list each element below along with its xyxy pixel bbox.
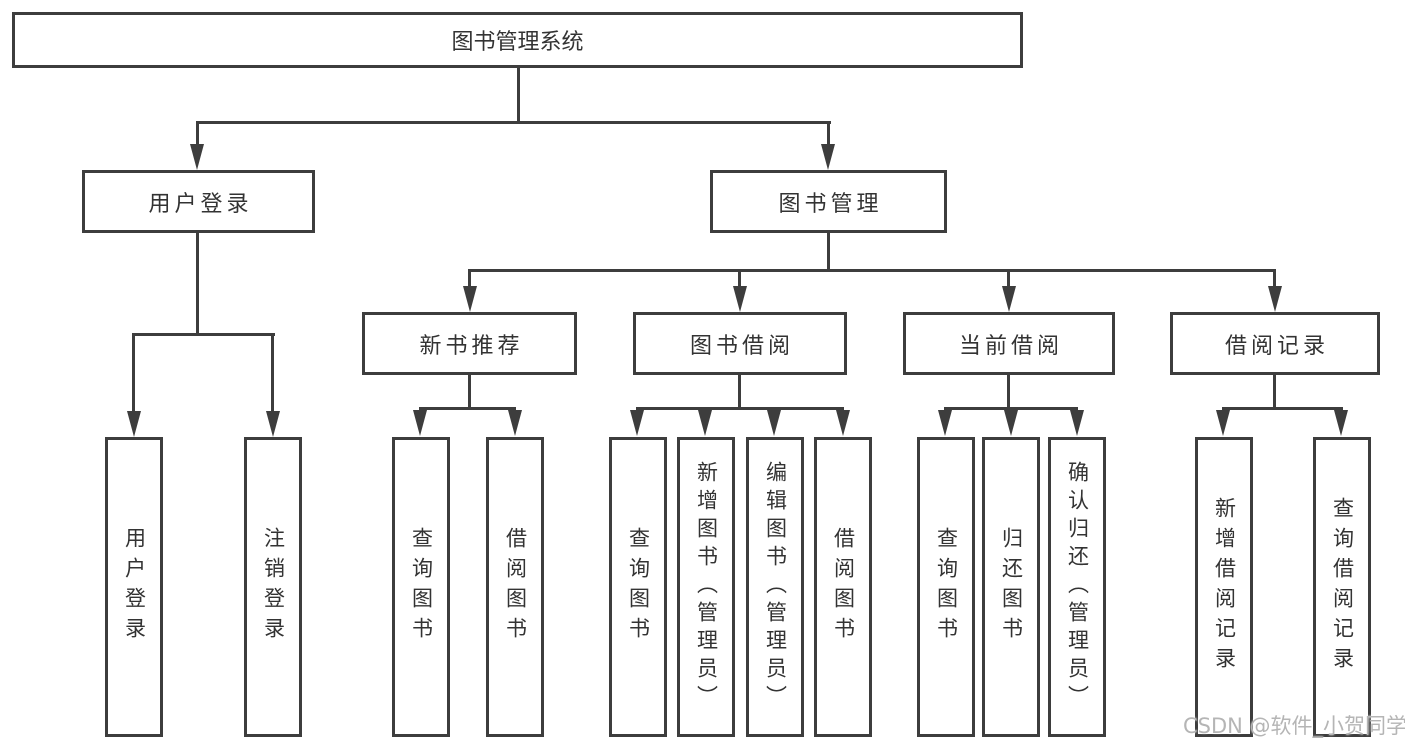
leaf-confirm-return-admin-label: 确认归还（管理员）	[1065, 461, 1090, 713]
connector-user-login-bar	[132, 333, 275, 336]
leaf-borrow-book-recommend: 借阅图书	[486, 437, 544, 737]
connector-stub-leaf-user-login	[132, 333, 135, 413]
arrowhead-borrow-record	[1268, 286, 1282, 312]
connector-borrow-record-bar	[1222, 407, 1343, 410]
leaf-logout-label: 注销登录	[261, 527, 286, 647]
leaf-query-book-recommend-label: 查询图书	[409, 527, 434, 647]
connector-stub-user-login	[196, 121, 199, 147]
arrowhead-borrow-book-recommend	[508, 410, 522, 436]
connector-root-stem	[517, 66, 520, 124]
leaf-return-book: 归还图书	[982, 437, 1040, 737]
leaf-query-book-borrow-label: 查询图书	[626, 527, 651, 647]
leaf-query-borrow-record: 查询借阅记录	[1313, 437, 1371, 737]
arrowhead-confirm-return-admin	[1070, 410, 1084, 436]
arrowhead-query-borrow-record	[1334, 410, 1348, 436]
leaf-borrow-book: 借阅图书	[814, 437, 872, 737]
arrowhead-leaf-logout	[266, 411, 280, 437]
connector-book-borrow-stem	[738, 375, 741, 410]
leaf-query-book-recommend: 查询图书	[392, 437, 450, 737]
root-label: 图书管理系统	[451, 30, 584, 55]
leaf-borrow-book-recommend-label: 借阅图书	[503, 527, 528, 647]
connector-book-management-stem	[827, 231, 830, 272]
leaf-add-borrow-record-label: 新增借阅记录	[1212, 497, 1237, 677]
leaf-add-book-admin-label: 新增图书（管理员）	[694, 461, 719, 713]
connector-user-login-stem	[196, 233, 199, 336]
box-book-borrow: 图书借阅	[633, 312, 847, 375]
connector-new-book-recommend-bar	[419, 407, 516, 410]
leaf-query-book-current: 查询图书	[917, 437, 975, 737]
leaf-user-login: 用户登录	[105, 437, 163, 737]
connector-stub-book-borrow	[738, 269, 741, 289]
connector-current-borrow-stem	[1007, 375, 1010, 410]
leaf-edit-book-admin: 编辑图书（管理员）	[746, 437, 804, 737]
csdn-watermark: CSDN @软件_小贺同学	[1183, 714, 1405, 738]
book-borrow-label: 图书借阅	[689, 333, 794, 359]
arrowhead-edit-book-admin	[767, 410, 781, 436]
connector-book-borrow-bar	[636, 407, 844, 410]
leaf-user-login-label: 用户登录	[122, 527, 147, 647]
connector-stub-borrow-record	[1273, 269, 1276, 289]
arrowhead-add-borrow-record	[1216, 410, 1230, 436]
arrowhead-leaf-user-login	[127, 411, 141, 437]
arrowhead-query-book-recommend	[413, 410, 427, 436]
leaf-add-book-admin: 新增图书（管理员）	[677, 437, 735, 737]
leaf-query-book-current-label: 查询图书	[934, 527, 959, 647]
arrowhead-new-book-recommend	[463, 286, 477, 312]
box-root-library-management-system: 图书管理系统	[12, 12, 1023, 68]
connector-borrow-record-stem	[1273, 375, 1276, 410]
leaf-borrow-book-label: 借阅图书	[831, 527, 856, 647]
leaf-query-book-borrow: 查询图书	[609, 437, 667, 737]
connector-stub-current-borrow	[1007, 269, 1010, 289]
borrow-record-label: 借阅记录	[1224, 333, 1329, 359]
connector-level3-bar	[468, 269, 1276, 272]
arrowhead-user-login	[190, 144, 204, 170]
box-user-login: 用户登录	[82, 170, 315, 233]
arrowhead-borrow-book	[836, 410, 850, 436]
box-new-book-recommend: 新书推荐	[362, 312, 577, 375]
arrowhead-current-borrow	[1002, 286, 1016, 312]
leaf-return-book-label: 归还图书	[999, 527, 1024, 647]
box-current-borrow: 当前借阅	[903, 312, 1115, 375]
connector-new-book-recommend-stem	[468, 375, 471, 410]
leaf-edit-book-admin-label: 编辑图书（管理员）	[763, 461, 788, 713]
connector-root-bar	[196, 121, 831, 124]
arrowhead-book-management	[821, 144, 835, 170]
connector-stub-book-management	[827, 121, 830, 147]
arrowhead-query-book-borrow	[630, 410, 644, 436]
leaf-add-borrow-record: 新增借阅记录	[1195, 437, 1253, 737]
user-login-label: 用户登录	[148, 191, 253, 217]
current-borrow-label: 当前借阅	[958, 333, 1063, 359]
connector-stub-new-book-recommend	[468, 269, 471, 289]
book-management-label: 图书管理	[778, 191, 883, 217]
leaf-query-borrow-record-label: 查询借阅记录	[1330, 497, 1355, 677]
new-book-recommend-label: 新书推荐	[419, 333, 524, 359]
arrowhead-book-borrow	[733, 286, 747, 312]
connector-stub-leaf-logout	[271, 333, 274, 413]
box-borrow-record: 借阅记录	[1170, 312, 1380, 375]
box-book-management: 图书管理	[710, 170, 947, 233]
connector-current-borrow-bar	[944, 407, 1078, 410]
arrowhead-return-book	[1004, 410, 1018, 436]
arrowhead-add-book-admin	[698, 410, 712, 436]
leaf-logout: 注销登录	[244, 437, 302, 737]
arrowhead-query-book-current	[938, 410, 952, 436]
leaf-confirm-return-admin: 确认归还（管理员）	[1048, 437, 1106, 737]
